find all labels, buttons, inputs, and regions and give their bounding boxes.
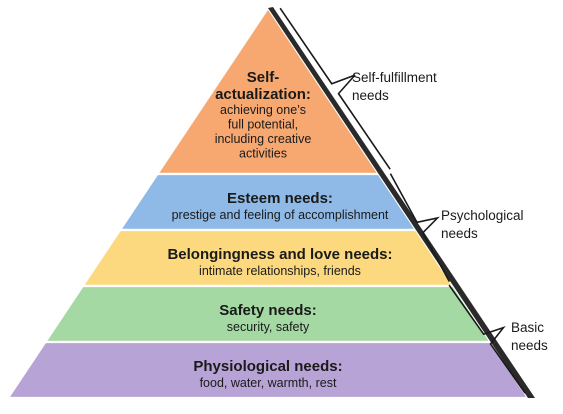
tier-desc-self-actualization: achieving one’s [220,103,306,117]
group-label-self-fulfillment: Self-fulfillment [352,70,437,85]
group-label-basic: Basic [511,320,544,335]
tier-title-self-actualization: Self- [247,69,280,86]
tier-desc-belongingness: intimate relationships, friends [199,264,361,278]
group-labels: Self-fulfillmentneedsPsychologicalneedsB… [352,70,548,353]
brace-self-fulfillment [279,7,391,170]
brace-psychological [389,173,451,282]
group-label-psychological: needs [441,226,478,241]
tier-desc-safety: security, safety [227,320,310,334]
group-label-self-fulfillment: needs [352,88,389,103]
tier-desc-physiological: food, water, warmth, rest [200,376,337,390]
tier-title-self-actualization: actualization: [215,86,311,103]
tier-title-belongingness: Belongingness and love needs: [167,246,392,263]
tier-title-physiological: Physiological needs: [193,358,342,375]
brace-basic [448,284,526,394]
tier-desc-self-actualization: activities [239,147,287,161]
pyramid-tiers [5,6,531,400]
tier-title-esteem: Esteem needs: [227,190,333,207]
pyramid-edge-shadow [268,7,535,398]
tier-desc-self-actualization: including creative [215,132,312,146]
pyramid-shadow-edge [268,7,535,398]
tier-desc-esteem: prestige and feeling of accomplishment [172,208,389,222]
group-label-basic: needs [511,338,548,353]
group-braces [279,7,526,394]
tier-desc-self-actualization: full potential, [228,118,298,132]
tier-title-safety: Safety needs: [219,302,317,319]
group-label-psychological: Psychological [441,208,524,223]
